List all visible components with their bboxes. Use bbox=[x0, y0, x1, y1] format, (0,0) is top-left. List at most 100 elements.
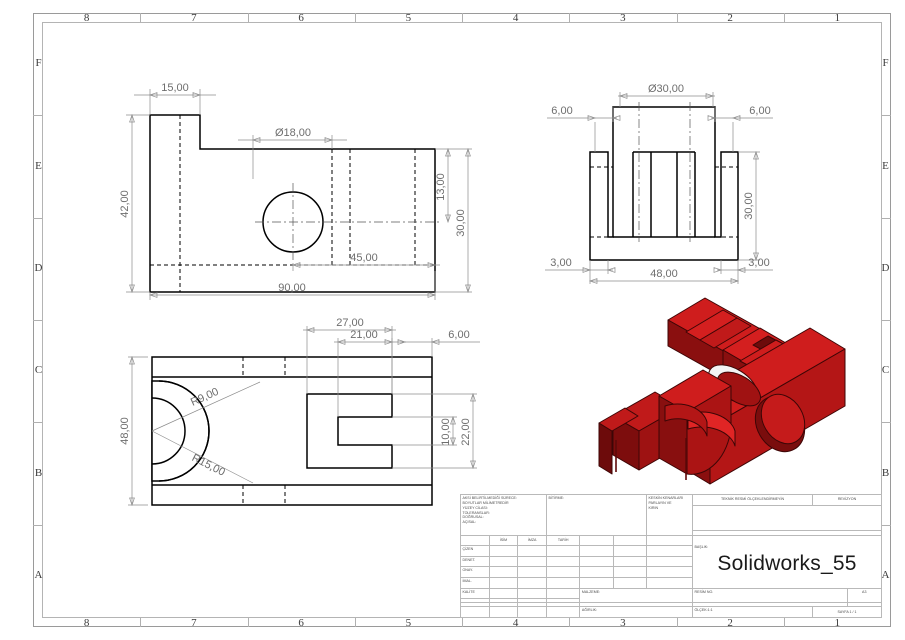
tb-cizen-x1 bbox=[579, 545, 614, 557]
tb-foot-5 bbox=[579, 602, 693, 608]
tb-col-isim: İSİM bbox=[488, 534, 519, 547]
tb-malzeme: MALZEME: bbox=[579, 587, 693, 604]
sharp-edges-line-1: KESKİN KENARLARI bbox=[648, 496, 684, 500]
sheet-frame-inner bbox=[42, 22, 882, 618]
tb-revision: REVİZYON bbox=[812, 494, 882, 506]
note-line-1: AKSİ BELİRTİLMEDİĞİ SÜRECE: bbox=[462, 496, 517, 500]
tb-cizen-imza[interactable] bbox=[517, 545, 547, 557]
tb-resim-no: RESİM NO. bbox=[692, 587, 848, 604]
tb-onay-x1 bbox=[579, 566, 614, 579]
tb-foot-7 bbox=[846, 602, 882, 608]
tb-denet-isim[interactable] bbox=[488, 555, 519, 568]
zone-tick bbox=[676, 13, 678, 22]
dim-front-height: 42,00 bbox=[119, 190, 131, 218]
zone-row-E: E bbox=[35, 159, 42, 172]
tb-bitirme: BİTİRME: bbox=[546, 494, 647, 536]
note-line-3: YÜZEY CİLASI: bbox=[462, 505, 488, 510]
tb-foot-6 bbox=[692, 602, 848, 608]
zone-tick bbox=[676, 618, 678, 627]
zone-tick bbox=[247, 618, 249, 627]
dim-side-right-6: 6,00 bbox=[749, 105, 770, 117]
tb-row-kalite: KALİTE bbox=[460, 587, 490, 600]
tb-onay-x2 bbox=[612, 566, 648, 579]
zone-column-7: 7 bbox=[191, 617, 197, 629]
tb-do-not-scale: TEKNİK RESMİ ÖLÇEKLENDİRMEYİN bbox=[692, 494, 813, 506]
zone-tick bbox=[783, 13, 785, 22]
zone-tick bbox=[140, 618, 142, 627]
dim-side-left-6: 6,00 bbox=[551, 105, 572, 117]
tb-sheet-format: A3 bbox=[846, 587, 882, 604]
zone-column-4: 4 bbox=[512, 12, 519, 24]
tb-denet-x2 bbox=[612, 555, 648, 568]
tb-cizen-x2 bbox=[612, 545, 648, 557]
tb-row-imal: İMAL. bbox=[460, 577, 490, 589]
zone-row-B: B bbox=[881, 466, 890, 479]
tb-blank-2 bbox=[612, 534, 648, 547]
tb-drawing-title: Solidworks_55 bbox=[717, 551, 857, 575]
tb-onay-imza[interactable] bbox=[517, 566, 547, 579]
zone-tick bbox=[882, 422, 891, 424]
tb-imal-x1 bbox=[579, 577, 614, 589]
tb-imal-x2 bbox=[612, 577, 648, 589]
isometric-view bbox=[555, 288, 865, 498]
zone-tick bbox=[882, 217, 891, 219]
zone-column-1: 1 bbox=[834, 617, 841, 629]
tb-denet-tarih[interactable] bbox=[545, 555, 581, 568]
tb-cizen-tarih[interactable] bbox=[545, 545, 581, 557]
zone-column-3: 3 bbox=[620, 617, 626, 629]
tb-cizen-isim[interactable] bbox=[488, 545, 519, 557]
tb-baslik-label: BAŞLIK: bbox=[694, 545, 709, 550]
dim-front-30: 30,00 bbox=[455, 209, 467, 237]
tb-role-header bbox=[460, 534, 490, 547]
zone-column-2: 2 bbox=[727, 12, 733, 24]
zone-row-F: F bbox=[882, 57, 889, 70]
tb-cizen-x3 bbox=[646, 545, 693, 557]
zone-row-D: D bbox=[881, 261, 890, 274]
note-line-5: DOĞRUSAL: bbox=[462, 515, 484, 520]
tb-denet-imza[interactable] bbox=[517, 555, 547, 568]
zone-tick bbox=[33, 524, 42, 526]
tb-foot-11 bbox=[545, 606, 581, 618]
tb-denet-x3 bbox=[646, 555, 693, 568]
tb-imal-isim[interactable] bbox=[488, 577, 519, 589]
zone-column-7: 7 bbox=[191, 12, 197, 24]
zone-tick bbox=[882, 524, 891, 526]
zone-tick bbox=[462, 13, 463, 22]
dim-top-10: 10,00 bbox=[440, 418, 452, 446]
zone-tick bbox=[354, 13, 356, 22]
dim-top-48: 48,00 bbox=[119, 417, 131, 445]
note-line-4: TOLERANSLAR: bbox=[462, 510, 490, 515]
tb-kalite-imza[interactable] bbox=[517, 587, 547, 600]
tb-onay-tarih[interactable] bbox=[545, 566, 581, 579]
tb-col-imza: İMZA bbox=[517, 534, 547, 547]
tb-row-denet: DENET. bbox=[460, 555, 490, 568]
zone-column-6: 6 bbox=[298, 617, 304, 629]
zone-column-3: 3 bbox=[620, 12, 626, 24]
tb-imal-x3 bbox=[646, 577, 693, 589]
tb-imal-imza[interactable] bbox=[517, 577, 547, 589]
dim-top-22: 22,00 bbox=[460, 418, 472, 446]
front-view: 15,00 42,00 Ø18,00 13,00 30,00 bbox=[110, 75, 480, 315]
tb-imal-tarih[interactable] bbox=[545, 577, 581, 589]
tb-kalite-isim[interactable] bbox=[488, 587, 519, 600]
tb-onay-isim[interactable] bbox=[488, 566, 519, 579]
zone-tick bbox=[882, 320, 891, 321]
dim-top-6: 6,00 bbox=[448, 329, 469, 341]
zone-column-4: 4 bbox=[512, 617, 519, 629]
zone-tick bbox=[783, 618, 785, 627]
tb-sayfa: SAYFA 1 / 1 bbox=[812, 606, 882, 618]
dim-side-width: 48,00 bbox=[650, 268, 678, 280]
zone-tick bbox=[462, 618, 463, 627]
sharp-edges-line-2: PARLAYIN VE bbox=[648, 500, 672, 505]
zone-tick bbox=[882, 115, 891, 117]
top-view: R9,00 R15,00 48,00 27,00 21,00 6, bbox=[110, 317, 500, 550]
sharp-edges-line-3: KIRIN bbox=[648, 505, 659, 510]
tb-agirlik: AĞIRLIK: bbox=[579, 606, 693, 618]
zone-row-E: E bbox=[882, 159, 889, 172]
tb-kalite-tarih[interactable] bbox=[545, 587, 581, 600]
tb-foot-9 bbox=[488, 606, 519, 618]
zone-row-D: D bbox=[34, 261, 43, 274]
tb-blank-1 bbox=[579, 534, 614, 547]
zone-column-8: 8 bbox=[83, 617, 90, 629]
